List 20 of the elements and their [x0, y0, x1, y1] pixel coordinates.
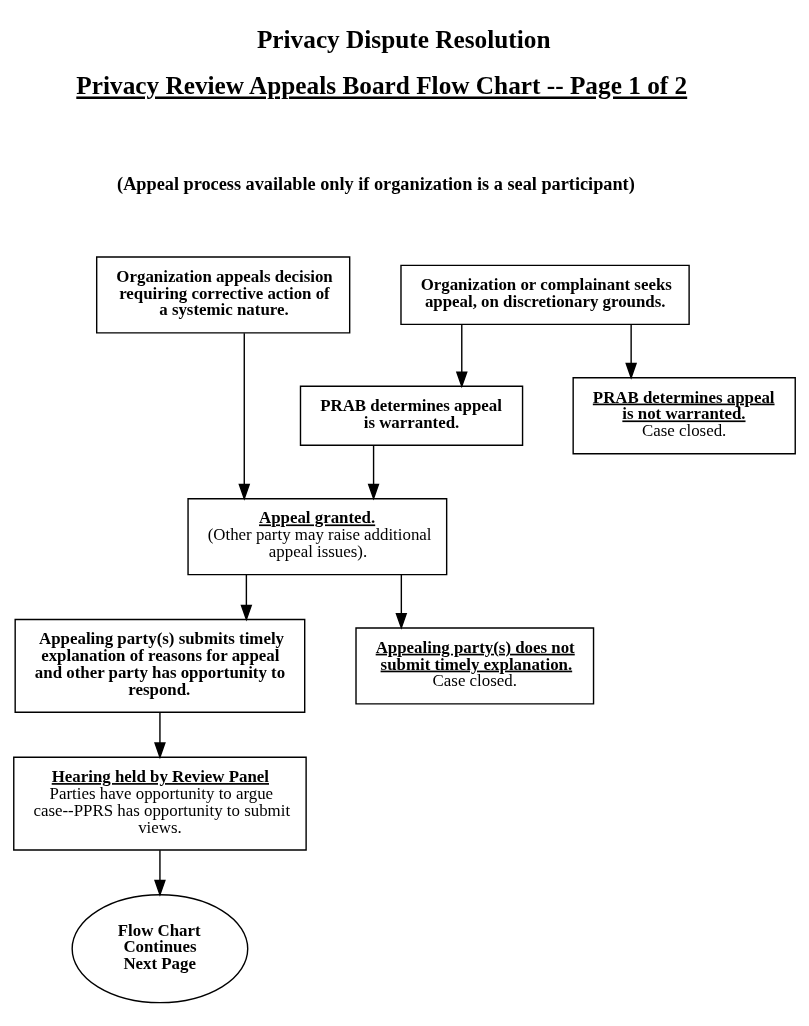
node-box: Appealing party(s) does not submit timely explanation. Case closed. [355, 627, 595, 705]
arrow [154, 711, 166, 760]
diagram-title: Privacy Dispute Resolution [256, 25, 551, 54]
node-box: Hearing held by Review Panel Parties have opportunity to argue case--PPRS has opportunity to submit views. [13, 756, 307, 851]
label: Privacy Review Appeals Board Flow Chart -- Page 1 of 2 [76, 71, 688, 100]
arrow [154, 849, 166, 897]
node-box: Appeal granted. (Other party may raise additional appeal issues). [187, 497, 448, 576]
node-box: Organization or complainant seeks appeal, on discretionary grounds. [400, 264, 690, 326]
arrow [455, 324, 468, 389]
arrow [240, 574, 253, 622]
arrow [395, 574, 408, 630]
node-box: Organization appeals decision requiring corrective action of a systemic nature. [96, 256, 351, 334]
arrow [625, 324, 638, 380]
node-box: PRAB determines appeal is warranted. [299, 385, 524, 446]
node-box: PRAB determines appeal is not warranted. Case closed. [572, 377, 796, 455]
arrow [367, 444, 380, 501]
node-box: Appealing party(s) submits timely explanation of reasons for appeal and other party has opportunity to respond. [14, 618, 306, 714]
label: (Appeal process available only if organization is a seal participant) [117, 174, 635, 195]
arrow [238, 332, 251, 501]
node-ellipse: Flow Chart Continues Next Page [71, 894, 249, 1004]
